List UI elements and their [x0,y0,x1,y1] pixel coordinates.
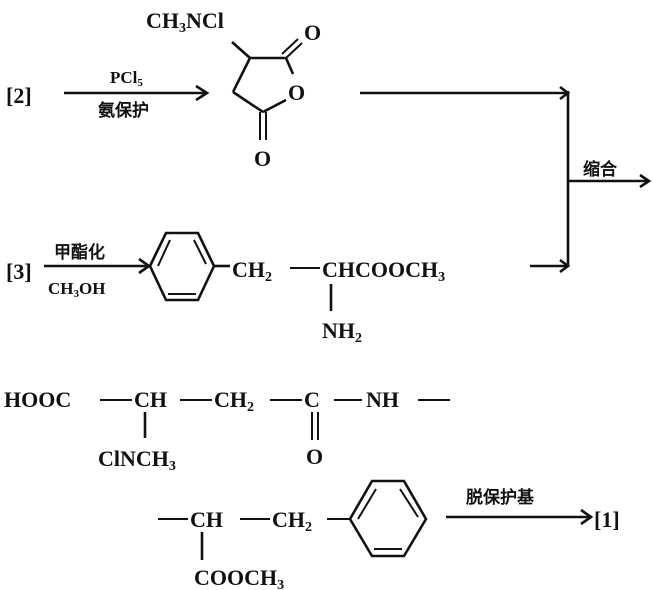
intermediate2-ch2: CH2 [272,507,312,535]
ester-ch2: CH2 [232,257,272,285]
step2-condition: 甲酯化 [54,242,105,263]
step1-arrow-head [195,84,210,102]
benzene-ring-1 [148,231,230,302]
ester-chain: CHCOOCH3 [322,257,445,285]
intermediate-ch: CH [134,387,167,412]
intermediate-carbonyl-o: O [306,444,323,469]
anhydride-carbonyl-o-top: O [304,20,321,45]
step1-reagent: PCl5 [110,68,143,89]
intermediate-hooc: HOOC [4,387,71,412]
intermediate-ch2: CH2 [214,387,254,415]
compound-1-label: [1] [594,507,620,532]
deprotection-arrow-head [580,508,594,526]
compound-2-label: [2] [6,83,32,108]
benzene-ring-2 [348,479,428,558]
intermediate2-ch: CH [190,507,223,532]
amino-group: NH2 [322,318,362,346]
intermediate2-cooch3: COOCH3 [194,565,284,590]
compound-3-label: [3] [6,259,32,284]
anhydride-substituent: CH3NCl [146,8,224,36]
anhydride-carbonyl-o-bottom: O [254,146,271,171]
intermediate-clnch3: ClNCH3 [98,446,176,474]
anhydride-ring-o: O [288,80,305,105]
intermediate-c: C [304,387,320,412]
merge-arrow-bottom-head [559,258,571,274]
step2-reagent: CH3OH [48,279,105,300]
coupling-label: 缩合 [583,159,618,180]
anhydride-ring [231,38,303,140]
intermediate-nh: NH [366,387,399,412]
deprotection-label: 脱保护基 [466,487,535,508]
step1-condition: 氨保护 [98,100,149,121]
coupling-arrow-head [639,173,652,189]
